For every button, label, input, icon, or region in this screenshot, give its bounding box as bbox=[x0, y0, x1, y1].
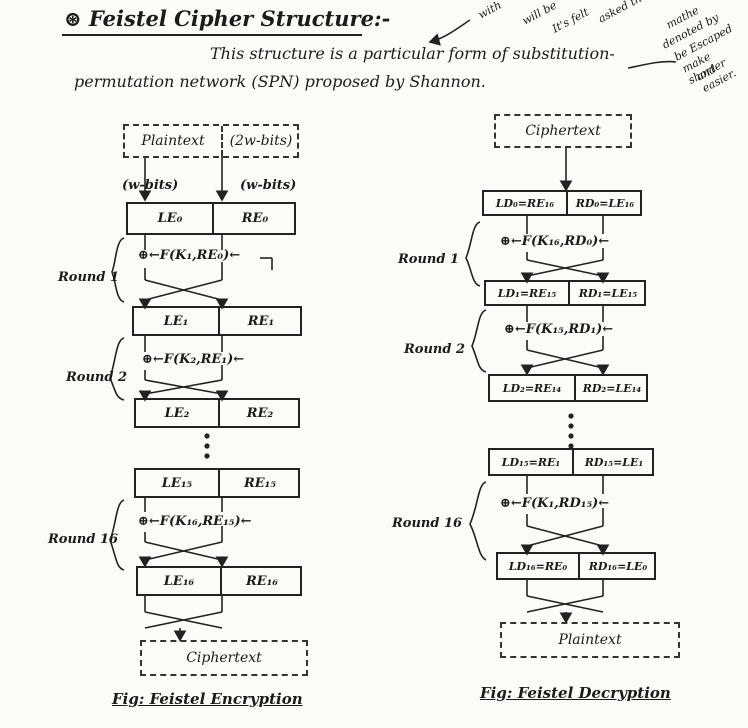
dec-row-16: LD₁₆=RE₀ RD₁₆=LE₀ bbox=[496, 552, 656, 580]
page-title: ⊛ Feistel Cipher Structure:- bbox=[64, 6, 391, 31]
dec-ciphertext-label: Ciphertext bbox=[525, 123, 601, 139]
dec-row-divider bbox=[572, 450, 574, 474]
enc-row-divider bbox=[218, 470, 220, 496]
dec-round-1-function: ⊕←F(K₁₆,RD₀)← bbox=[500, 234, 610, 249]
enc-row-0-left: LE₀ bbox=[157, 211, 183, 226]
enc-row-15-right: RE₁₅ bbox=[243, 475, 277, 491]
enc-round-2-label: Round 2 bbox=[66, 370, 128, 385]
dec-row-divider bbox=[566, 192, 568, 214]
dec-row-2: LD₂=RE₁₄ RD₂=LE₁₄ bbox=[488, 374, 648, 402]
enc-left-half-bits: (w-bits) bbox=[122, 178, 179, 193]
enc-ciphertext-output-box: Ciphertext bbox=[140, 640, 308, 676]
enc-row-1-left: LE₁ bbox=[163, 313, 189, 329]
dec-row-0: LD₀=RE₁₆ RD₀=LE₁₆ bbox=[482, 190, 642, 216]
dec-row-0-right: RD₀=LE₁₆ bbox=[575, 196, 635, 210]
dec-plaintext-output-box: Plaintext bbox=[500, 622, 680, 658]
dec-row-2-right: RD₂=LE₁₄ bbox=[582, 381, 642, 395]
dec-row-15: LD₁₅=RE₁ RD₁₅=LE₁ bbox=[488, 448, 654, 476]
dec-row-0-left: LD₀=RE₁₆ bbox=[495, 196, 555, 210]
enc-row-16-left: LE₁₆ bbox=[163, 573, 195, 589]
enc-row-1: LE₁ RE₁ bbox=[132, 306, 302, 336]
dec-plaintext-label: Plaintext bbox=[558, 632, 622, 648]
enc-round-2-function: ⊕←F(K₂,RE₁)← bbox=[142, 352, 245, 367]
dec-row-16-left: LD₁₆=RE₀ bbox=[508, 559, 568, 573]
enc-round-1-function: ⊕←F(K₁,RE₀)← bbox=[138, 248, 241, 263]
enc-row-0-right: RE₀ bbox=[241, 211, 269, 226]
enc-row-16: LE₁₆ RE₁₆ bbox=[136, 566, 302, 596]
enc-row-16-right: RE₁₆ bbox=[245, 573, 279, 589]
title-underline bbox=[62, 34, 362, 36]
enc-row-divider bbox=[218, 308, 220, 334]
dec-round-1-label: Round 1 bbox=[398, 252, 460, 267]
enc-bits-label: (2w-bits) bbox=[229, 133, 293, 149]
dec-row-1-left: LD₁=RE₁₅ bbox=[497, 286, 557, 300]
dec-row-15-left: LD₁₅=RE₁ bbox=[501, 455, 561, 469]
dec-row-15-right: RD₁₅=LE₁ bbox=[584, 455, 644, 469]
dec-round-16-function: ⊕←F(K₁,RD₁₅)← bbox=[500, 496, 610, 511]
dec-row-1: LD₁=RE₁₅ RD₁=LE₁₅ bbox=[484, 280, 646, 306]
enc-row-15-left: LE₁₅ bbox=[161, 475, 193, 491]
dec-round-2-label: Round 2 bbox=[404, 342, 466, 357]
enc-row-divider bbox=[212, 204, 214, 233]
enc-row-0: LE₀ RE₀ bbox=[126, 202, 296, 235]
dec-ciphertext-input-box: Ciphertext bbox=[494, 114, 632, 148]
enc-row-2: LE₂ RE₂ bbox=[134, 398, 300, 428]
enc-input-divider bbox=[221, 126, 223, 156]
enc-row-2-left: LE₂ bbox=[164, 405, 190, 421]
dec-round-2-function: ⊕←F(K₁₅,RD₁)← bbox=[504, 322, 614, 337]
dec-round-16-label: Round 16 bbox=[392, 516, 463, 531]
enc-round-16-label: Round 16 bbox=[48, 532, 119, 547]
dec-row-16-right: RD₁₆=LE₀ bbox=[588, 559, 648, 573]
enc-row-15: LE₁₅ RE₁₅ bbox=[134, 468, 300, 498]
dec-row-divider bbox=[574, 376, 576, 400]
enc-row-divider bbox=[218, 400, 220, 426]
enc-row-divider bbox=[220, 568, 222, 594]
dec-row-2-left: LD₂=RE₁₄ bbox=[502, 381, 562, 395]
definition-line-2: permutation network (SPN) proposed by Sh… bbox=[74, 72, 486, 91]
dec-figure-caption: Fig: Feistel Decryption bbox=[480, 684, 671, 702]
enc-ciphertext-label: Ciphertext bbox=[186, 650, 262, 666]
enc-round-1-label: Round 1 bbox=[58, 270, 120, 285]
dec-row-divider bbox=[578, 554, 580, 578]
enc-round-16-function: ⊕←F(K₁₆,RE₁₅)← bbox=[138, 514, 252, 529]
enc-right-half-bits: (w-bits) bbox=[240, 178, 297, 193]
enc-plaintext-input-box: Plaintext (2w-bits) bbox=[123, 124, 299, 158]
enc-plaintext-label: Plaintext bbox=[141, 133, 205, 149]
enc-figure-caption: Fig: Feistel Encryption bbox=[112, 690, 303, 708]
dec-row-1-right: RD₁=LE₁₅ bbox=[578, 286, 638, 300]
enc-row-1-right: RE₁ bbox=[247, 313, 275, 329]
dec-row-divider bbox=[568, 282, 570, 304]
definition-line-1: This structure is a particular form of s… bbox=[210, 44, 615, 63]
enc-row-2-right: RE₂ bbox=[246, 405, 274, 421]
